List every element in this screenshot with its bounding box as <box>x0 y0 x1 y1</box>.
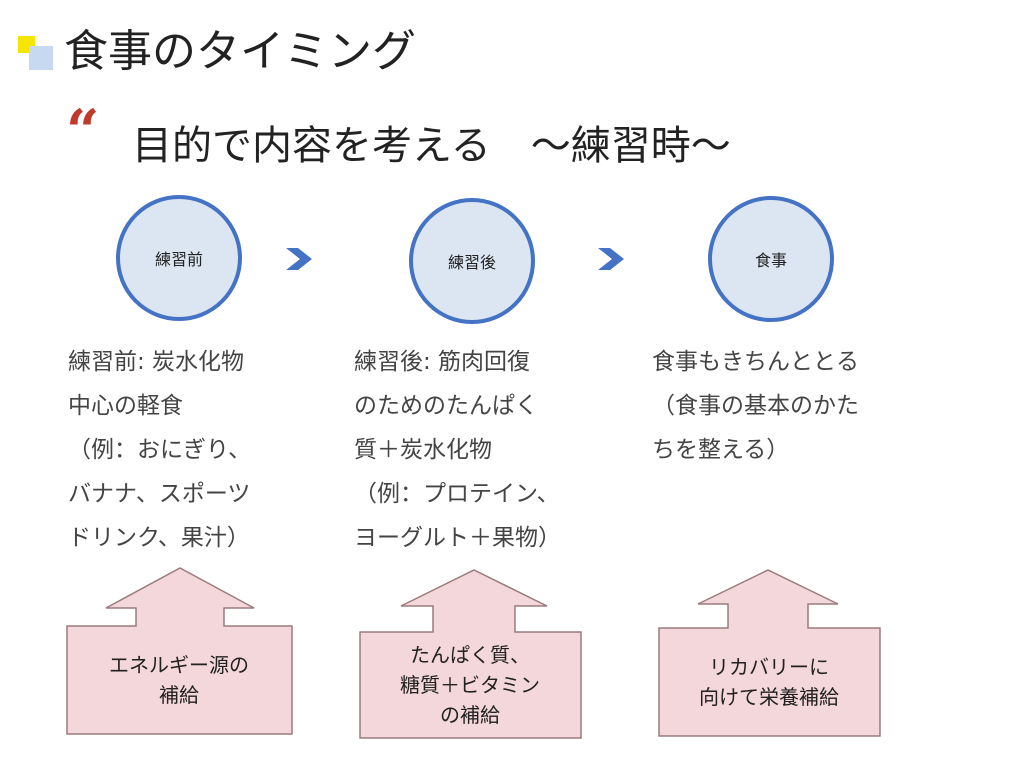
quote-icon: “ <box>66 97 100 165</box>
step-label: 食事 <box>754 251 787 270</box>
callout-text: エネルギー源の 補給 <box>109 653 249 707</box>
step-description: 練習前: 炭水化物 中心の軽食 （例：おにぎり、 バナナ、スポーツ ドリンク、果… <box>68 349 252 551</box>
square-bullet-icon-back <box>29 46 53 70</box>
slide-subtitle: 目的で内容を考える ～練習時～ <box>132 123 731 169</box>
callout-text: たんぱく質、 糖質＋ビタミン の補給 <box>400 643 540 727</box>
step-label: 練習前 <box>154 250 203 269</box>
step-description: 練習後: 筋肉回復 のためのたんぱく 質＋炭水化物 （例：プロテイン、 ヨーグル… <box>354 349 561 551</box>
callout-text: リカバリーに 向けて栄養補給 <box>699 655 839 709</box>
callout-protein: たんぱく質、 糖質＋ビタミン の補給 <box>359 568 599 748</box>
step-circle-practice-after: 練習後 <box>409 198 535 324</box>
step-circle-practice-before: 練習前 <box>116 195 242 321</box>
up-arrow-callout-shape <box>66 567 293 735</box>
chevron-right-icon <box>286 248 312 270</box>
callout-energy: エネルギー源の 補給 <box>66 566 306 746</box>
step-label: 練習後 <box>447 253 496 272</box>
slide-title: 食事のタイミング <box>64 26 416 77</box>
up-arrow-callout-shape <box>359 569 582 739</box>
up-arrow-callout-shape <box>658 569 881 737</box>
callout-recovery: リカバリーに 向けて栄養補給 <box>658 568 898 748</box>
step-circle-meal: 食事 <box>708 196 834 322</box>
step-description: 食事もきちんととる （食事の基本のかた ちを整える） <box>652 349 859 463</box>
chevron-right-icon <box>598 248 624 270</box>
